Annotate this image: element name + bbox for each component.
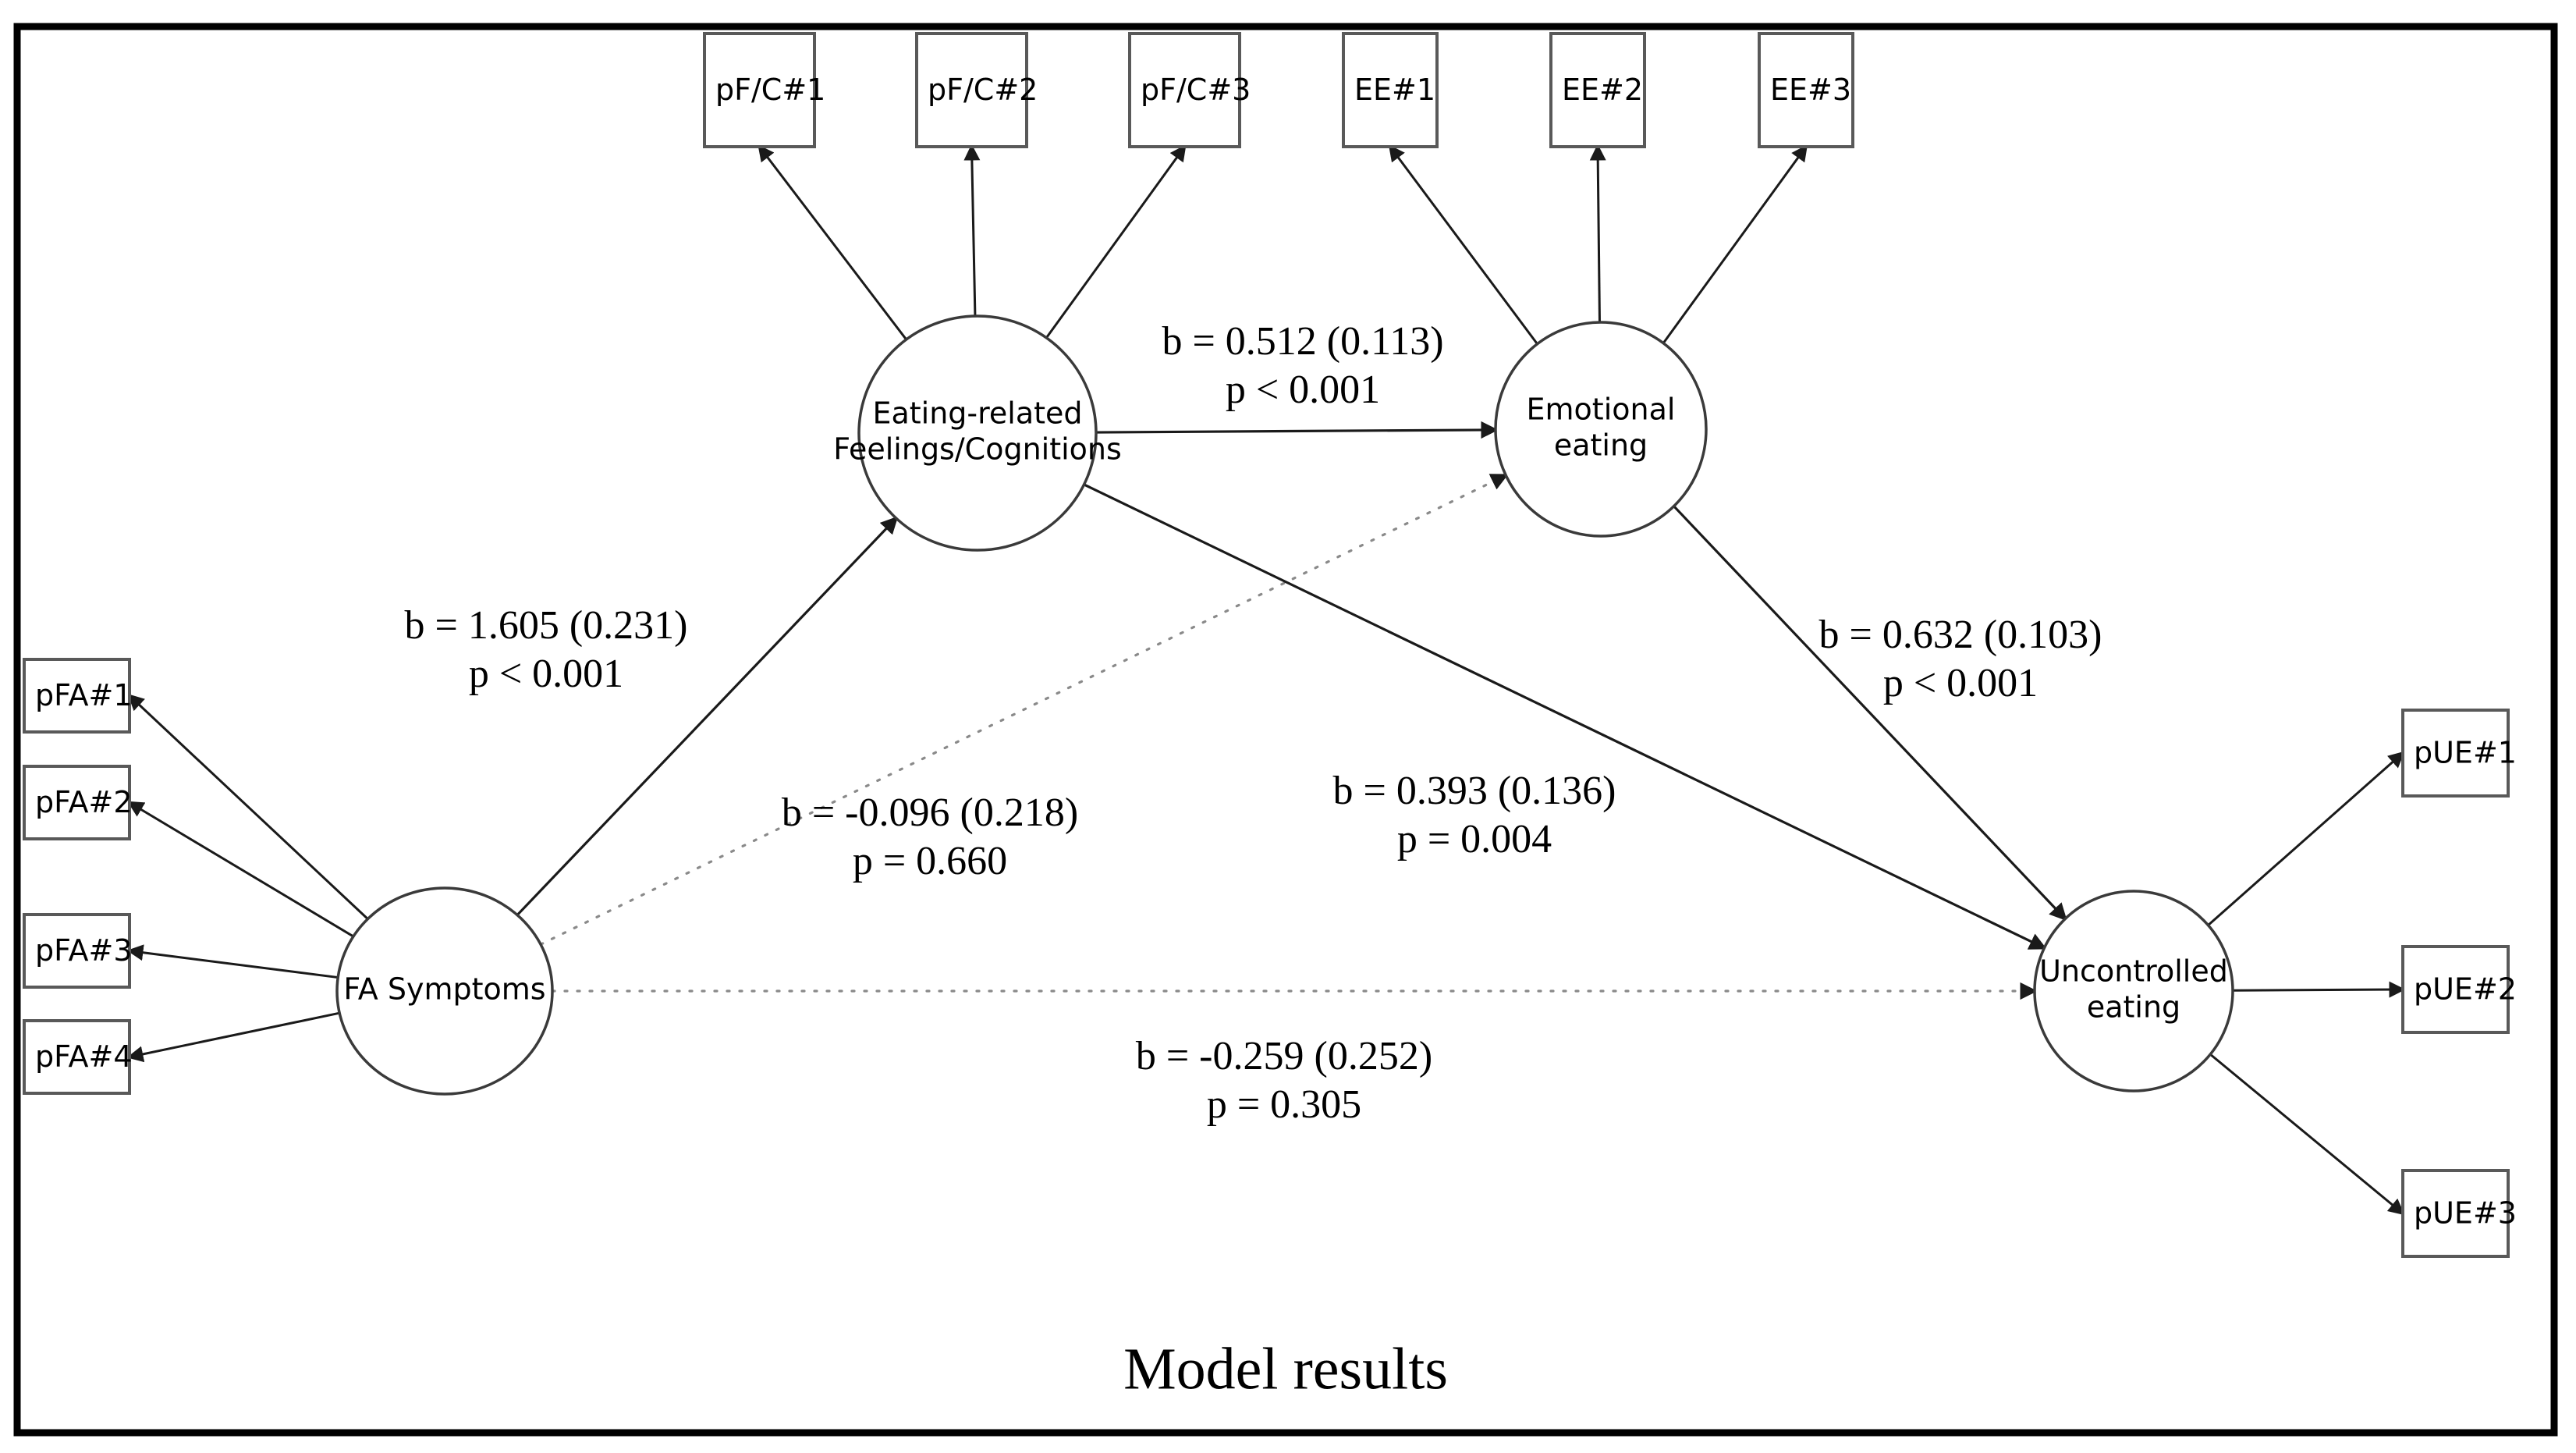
loading-arrow-pfc-pfc1 xyxy=(758,144,907,340)
indicator-box-pfc1[interactable]: pF/C#1 xyxy=(703,32,825,148)
coefficient-label-ee-to-ue: b = 0.632 (0.103)p < 0.001 xyxy=(1819,613,2102,705)
loading-arrow-fa-pfa4 xyxy=(126,1011,340,1063)
indicator-box-label: pUE#1 xyxy=(2414,736,2517,770)
indicator-box-rect xyxy=(915,32,1028,148)
indicator-box-rect xyxy=(23,913,131,989)
indicator-box-label: pF/C#1 xyxy=(715,73,825,107)
latent-variable-layer: FA Symptoms Eating-relatedFeelings/Cognit… xyxy=(335,314,2234,1096)
structural-path-pfc-to-ue xyxy=(1083,483,2047,950)
loading-arrow-ue-pue3 xyxy=(2209,1053,2405,1216)
loading-arrow-pfc-pfc3 xyxy=(1045,144,1187,339)
loading-arrow-ue-pue2 xyxy=(2232,981,2406,998)
loading-arrow-fa-pfa3 xyxy=(126,944,339,979)
coefficient-pvalue: p < 0.001 xyxy=(1883,661,2038,705)
indicator-box-rect xyxy=(703,32,816,148)
indicator-box-label: pUE#3 xyxy=(2414,1196,2517,1231)
latent-circle-shape xyxy=(2033,890,2234,1092)
figure-caption: Model results xyxy=(1123,1336,1448,1401)
coefficient-estimate: b = 0.393 (0.136) xyxy=(1333,769,1616,813)
indicator-box-label: EE#1 xyxy=(1354,73,1435,107)
indicator-box-layer: pF/C#1 pF/C#2 pF/C#3 EE#1 EE#2 EE#3 pFA#1 pFA#2… xyxy=(23,32,2517,1258)
loading-arrow-fa-pfa1 xyxy=(127,694,369,920)
indicator-box-pue3[interactable]: pUE#3 xyxy=(2401,1169,2517,1258)
indicator-box-pue1[interactable]: pUE#1 xyxy=(2401,709,2517,798)
indicator-box-ee2[interactable]: EE#2 xyxy=(1549,32,1646,148)
coefficient-estimate: b = -0.259 (0.252) xyxy=(1136,1034,1432,1078)
indicator-box-label: pFA#1 xyxy=(35,678,133,712)
latent-circle-shape xyxy=(857,314,1098,552)
loading-arrow-pfc-pfc2 xyxy=(963,144,981,317)
figure-frame xyxy=(13,23,2558,1437)
indicator-box-rect xyxy=(23,1019,131,1095)
latent-label-line: Uncontrolled xyxy=(2039,954,2228,989)
indicator-box-rect xyxy=(1342,32,1439,148)
coefficient-label-pfc-to-ee: b = 0.512 (0.113)p < 0.001 xyxy=(1162,319,1443,412)
latent-label-line: Eating-related xyxy=(872,396,1082,431)
latent-circle-shape xyxy=(335,886,554,1096)
indicator-box-pfa1[interactable]: pFA#1 xyxy=(23,658,133,734)
measurement-path-layer xyxy=(126,144,2406,1216)
indicator-box-pfa3[interactable]: pFA#3 xyxy=(23,913,133,989)
latent-label-line: Emotional xyxy=(1527,393,1676,427)
indicator-box-label: pF/C#2 xyxy=(928,73,1038,107)
indicator-box-label: pFA#4 xyxy=(35,1039,133,1074)
indicator-box-rect xyxy=(2401,709,2510,798)
indicator-box-pfa2[interactable]: pFA#2 xyxy=(23,765,133,840)
coefficient-estimate: b = 0.512 (0.113) xyxy=(1162,319,1443,364)
indicator-box-label: pUE#2 xyxy=(2414,972,2517,1007)
indicator-box-rect xyxy=(1128,32,1241,148)
indicator-box-pue2[interactable]: pUE#2 xyxy=(2401,945,2517,1034)
latent-label-line: eating xyxy=(2087,990,2180,1025)
indicator-box-rect xyxy=(2401,1169,2510,1258)
indicator-box-label: pF/C#3 xyxy=(1141,73,1251,107)
coefficient-pvalue: p = 0.305 xyxy=(1207,1082,1361,1127)
structural-path-fa-to-pfc xyxy=(516,516,899,916)
coefficient-pvalue: p = 0.660 xyxy=(853,839,1007,883)
coefficient-label-fa-to-pfc: b = 1.605 (0.231)p < 0.001 xyxy=(405,603,688,696)
indicator-box-rect xyxy=(2401,945,2510,1034)
indicator-box-rect xyxy=(23,765,131,840)
indicator-box-ee1[interactable]: EE#1 xyxy=(1342,32,1439,148)
structural-path-layer xyxy=(516,421,2067,1000)
latent-variable-fa[interactable]: FA Symptoms xyxy=(335,886,554,1096)
latent-label-line: Feelings/Cognitions xyxy=(833,432,1122,467)
coefficient-estimate: b = -0.096 (0.218) xyxy=(782,790,1078,835)
coefficient-pvalue: p < 0.001 xyxy=(469,652,623,696)
loading-arrow-ue-pue1 xyxy=(2207,751,2405,926)
loading-arrow-ee-ee2 xyxy=(1589,144,1606,323)
indicator-box-rect xyxy=(23,658,131,734)
loading-arrow-ee-ee1 xyxy=(1388,144,1538,345)
loading-arrow-fa-pfa2 xyxy=(126,801,354,938)
indicator-box-label: pFA#2 xyxy=(35,785,133,819)
indicator-box-ee3[interactable]: EE#3 xyxy=(1758,32,1854,148)
latent-circle-shape xyxy=(1494,321,1708,538)
indicator-box-label: EE#3 xyxy=(1770,73,1851,107)
structural-path-fa-to-ee xyxy=(539,474,1509,946)
latent-label-line: eating xyxy=(1554,428,1648,463)
coefficient-label-fa-to-ue: b = -0.259 (0.252)p = 0.305 xyxy=(1136,1034,1432,1127)
structural-path-pfc-to-ee xyxy=(1095,421,1499,439)
coefficient-pvalue: p < 0.001 xyxy=(1226,368,1380,412)
indicator-box-label: pFA#3 xyxy=(35,933,133,968)
indicator-box-rect xyxy=(1549,32,1646,148)
latent-label-line: FA Symptoms xyxy=(343,972,545,1007)
indicator-box-pfc2[interactable]: pF/C#2 xyxy=(915,32,1038,148)
coefficient-pvalue: p = 0.004 xyxy=(1397,817,1552,861)
structural-path-ee-to-ue xyxy=(1673,505,2067,922)
coefficient-estimate: b = 1.605 (0.231) xyxy=(405,603,688,648)
coefficient-label-pfc-to-ue: b = 0.393 (0.136)p = 0.004 xyxy=(1333,769,1616,861)
indicator-box-pfa4[interactable]: pFA#4 xyxy=(23,1019,133,1095)
coefficient-label-fa-to-ee: b = -0.096 (0.218)p = 0.660 xyxy=(782,790,1078,883)
loading-arrow-ee-ee3 xyxy=(1662,144,1808,344)
indicator-box-label: EE#2 xyxy=(1562,73,1643,107)
coefficient-estimate: b = 0.632 (0.103) xyxy=(1819,613,2102,657)
indicator-box-rect xyxy=(1758,32,1854,148)
indicator-box-pfc3[interactable]: pF/C#3 xyxy=(1128,32,1251,148)
